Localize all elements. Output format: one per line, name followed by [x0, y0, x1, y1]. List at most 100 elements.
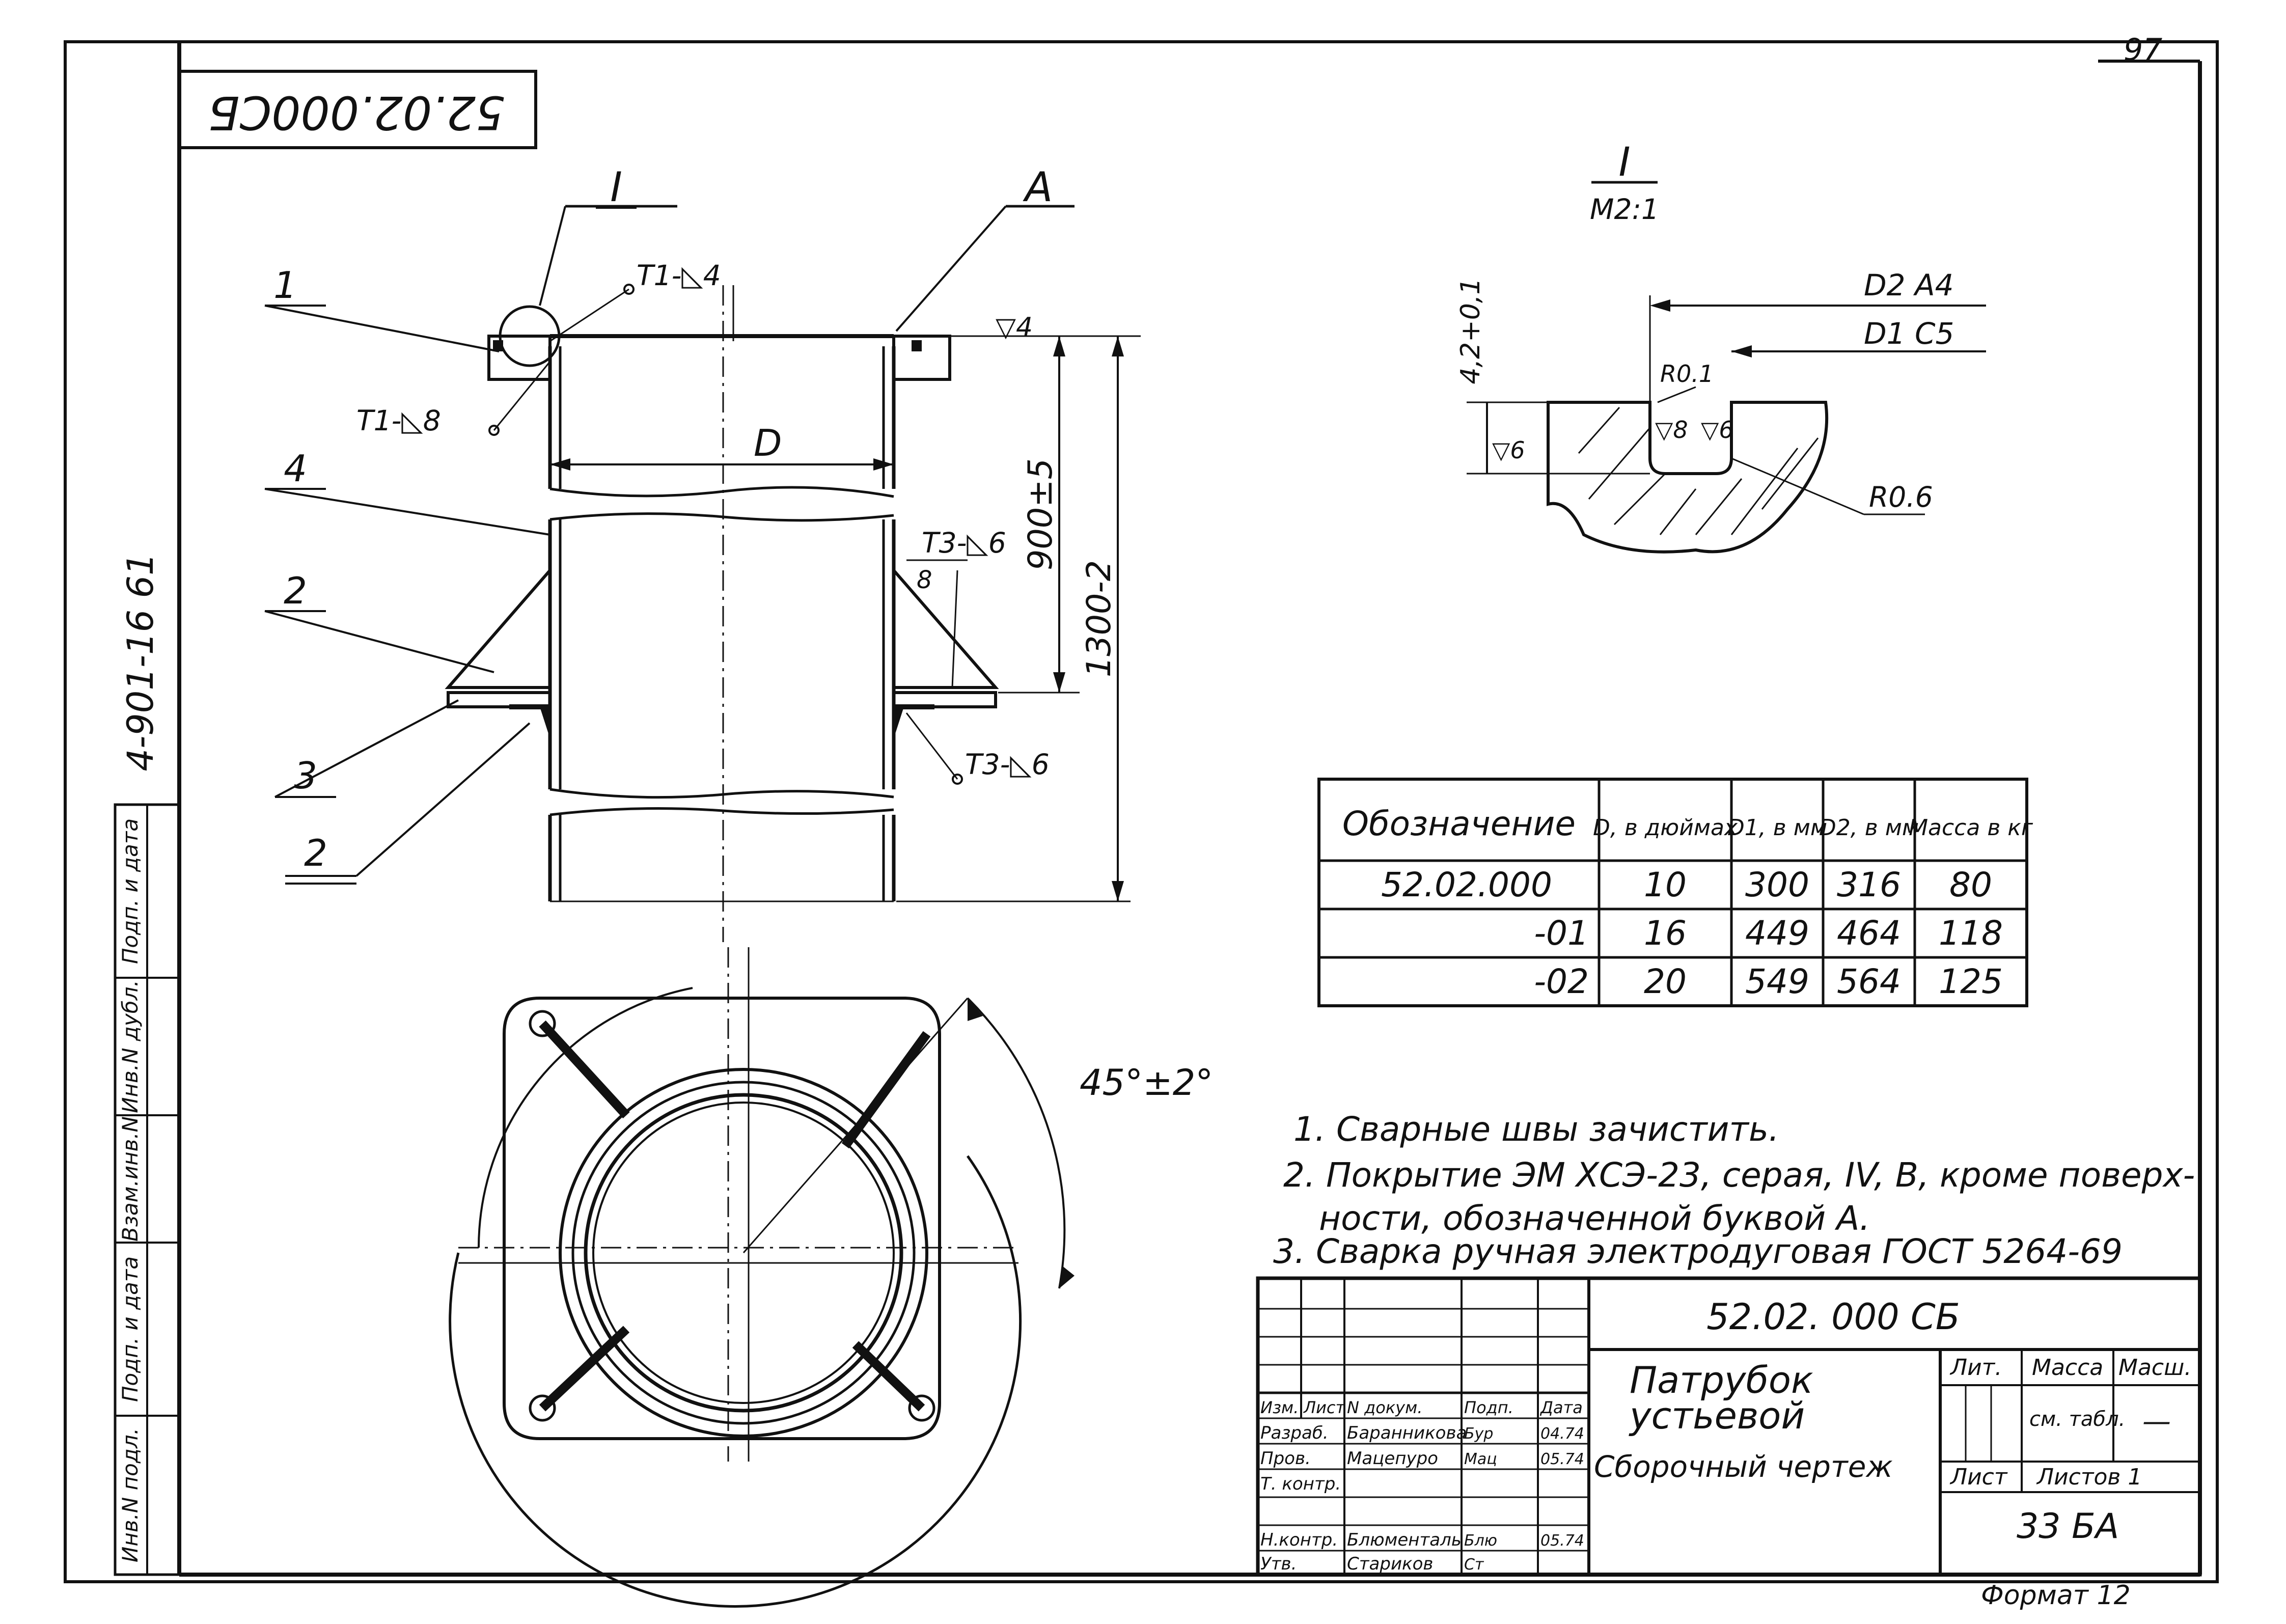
title-block: 52.02. 000 СБ Патрубок устьевой Сборочны… [1256, 1276, 2202, 1577]
role-label: Разраб. [1260, 1423, 1329, 1443]
table-header-mass: Масса в кг [1909, 815, 2033, 841]
code-upside-down: 52.02.000СБ [208, 86, 505, 139]
detail-circle [499, 305, 561, 367]
col-header: Лист [1303, 1398, 1345, 1417]
role-label: Т. контр. [1260, 1474, 1341, 1494]
lit-label: Лит. [1949, 1355, 2002, 1381]
strip-label-5: Подп. и дата [118, 818, 143, 964]
table-cell: 300 [1745, 865, 1809, 904]
callout-detail-label: I [610, 163, 622, 211]
format-label: Формат 12 [1981, 1580, 2131, 1611]
notes: 1. Сварные швы зачистить. 2. Покрытие ЭМ… [1273, 1110, 2195, 1271]
strip-label-2: Подп. и дата [118, 1256, 143, 1402]
code-box [178, 70, 537, 149]
weld-label-1: Т1-◺4 [637, 259, 721, 292]
bolt-hole [529, 1010, 556, 1037]
detail-section [1547, 401, 1829, 554]
part-label-4: 4 [284, 447, 307, 490]
dimension-d: D [754, 422, 782, 464]
table-cell: 449 [1745, 914, 1809, 953]
bolt-hole [908, 1394, 935, 1422]
role-date: 04.74 [1540, 1425, 1584, 1443]
note-3: 3. Сварка ручная электродуговая ГОСТ 526… [1273, 1232, 2123, 1271]
detail-scale: М2:1 [1590, 193, 1659, 226]
role-label: Утв. [1260, 1554, 1297, 1574]
title-name-1: Патрубок [1630, 1359, 1813, 1401]
surf-b-label: ▽6 [1701, 416, 1734, 444]
table-header-designation: Обозначение [1342, 804, 1576, 843]
table-cell: 16 [1644, 914, 1687, 953]
table-cell: 80 [1949, 865, 1992, 904]
outer-frame [64, 40, 2219, 1583]
table-cell: 125 [1939, 962, 2003, 1001]
r-small-label: R0.1 [1660, 360, 1714, 388]
front-section-view: I A ▽4 1 4 2 3 2 Т1-◺4 Т1-◺8 Т3-◺6 [264, 163, 1141, 942]
side-stamp: 4-901-16 61 [120, 553, 161, 771]
table-cell: 316 [1837, 865, 1901, 904]
title-doc-type: Сборочный чертеж [1594, 1449, 1893, 1484]
plan-flange [503, 997, 941, 1440]
detail-title: I [1618, 140, 1630, 185]
scale-value: — [2142, 1405, 2171, 1438]
d2-label: D2 A4 [1864, 268, 1954, 302]
role-name: Стариков [1347, 1554, 1433, 1574]
role-sign: Ст [1464, 1556, 1484, 1574]
role-sign: Бур [1464, 1425, 1493, 1443]
dim-900: 900±5 [1022, 458, 1060, 570]
role-name: Баранникова [1347, 1423, 1467, 1443]
leg-8-label: 8 [917, 566, 932, 594]
weld-label-3: Т3-◺6 [922, 527, 1006, 559]
part-label-2b: 2 [304, 832, 327, 874]
table-cell: 549 [1745, 962, 1809, 1001]
note-2: 2. Покрытие ЭМ ХСЭ-23, серая, IV, В, кро… [1283, 1155, 2195, 1195]
table-cell: 52.02.000 [1381, 865, 1552, 904]
surface-mark: ▽4 [996, 312, 1033, 343]
role-date: 05.74 [1540, 1532, 1584, 1550]
plan-view: 45°±2° [449, 947, 1213, 1608]
table-header-d: D, в дюймах [1593, 815, 1738, 841]
note-1: 1. Сварные швы зачистить. [1293, 1110, 1779, 1149]
table-cell: 464 [1837, 914, 1901, 953]
table-cell: -02 [1534, 962, 1589, 1001]
weld-label-2: Т1-◺8 [356, 404, 441, 437]
table-header-d2: D2, в мм [1819, 815, 1919, 841]
strip-label-1: Инв.N подл. [118, 1428, 143, 1562]
mass-value: см. табл. [2029, 1408, 2125, 1431]
role-label: Н.контр. [1260, 1530, 1338, 1550]
title-code: 52.02. 000 СБ [1706, 1296, 1960, 1338]
note-2-cont: ности, обозначенной буквой А. [1319, 1199, 1870, 1238]
groove-right [912, 340, 922, 351]
sheets-label: Листов 1 [2036, 1464, 2142, 1490]
weld-label-4: Т3-◺6 [965, 748, 1050, 781]
part-label-3: 3 [294, 754, 317, 797]
col-header: Изм. [1260, 1398, 1299, 1417]
strip-label-3: Взам.инв.N [118, 1116, 143, 1242]
gusset-right [892, 566, 999, 689]
table-cell: 564 [1837, 962, 1901, 1001]
r-large-label: R0.6 [1869, 481, 1933, 513]
surf-left-label: ▽6 [1492, 436, 1525, 464]
mass-label: Масса [2032, 1355, 2103, 1381]
role-sign: Мац [1464, 1450, 1497, 1468]
table-header-d1: D1, в мм [1727, 815, 1827, 841]
detail-height: 4,2+0,1 [1455, 278, 1486, 384]
role-name: Мацепуро [1347, 1448, 1438, 1469]
bolt-hole [529, 1394, 556, 1422]
d1-label: D1 C5 [1864, 316, 1954, 351]
plate-left [447, 691, 552, 708]
angle-label: 45°±2° [1080, 1062, 1213, 1104]
part-label-1: 1 [273, 264, 297, 307]
outer-arc [449, 1155, 1022, 1608]
dim-1300: 1300-2 [1080, 560, 1118, 677]
plate-right [892, 691, 997, 708]
table-cell: 10 [1644, 865, 1687, 904]
detail-view: I М2:1 4,2+0,1 D2 A4 D1 C5 R0.1 ▽8 ▽6 ▽6… [1455, 140, 1986, 554]
sheet-label: Лист [1949, 1464, 2008, 1490]
table-cell: 118 [1939, 914, 2003, 953]
gusset-left [445, 566, 552, 689]
page-number: 97 [2124, 32, 2162, 68]
col-header: Подп. [1464, 1398, 1513, 1417]
left-strip: Инв.N подл. Подп. и дата Взам.инв.N Инв.… [114, 803, 181, 1576]
role-label: Пров. [1260, 1448, 1311, 1469]
